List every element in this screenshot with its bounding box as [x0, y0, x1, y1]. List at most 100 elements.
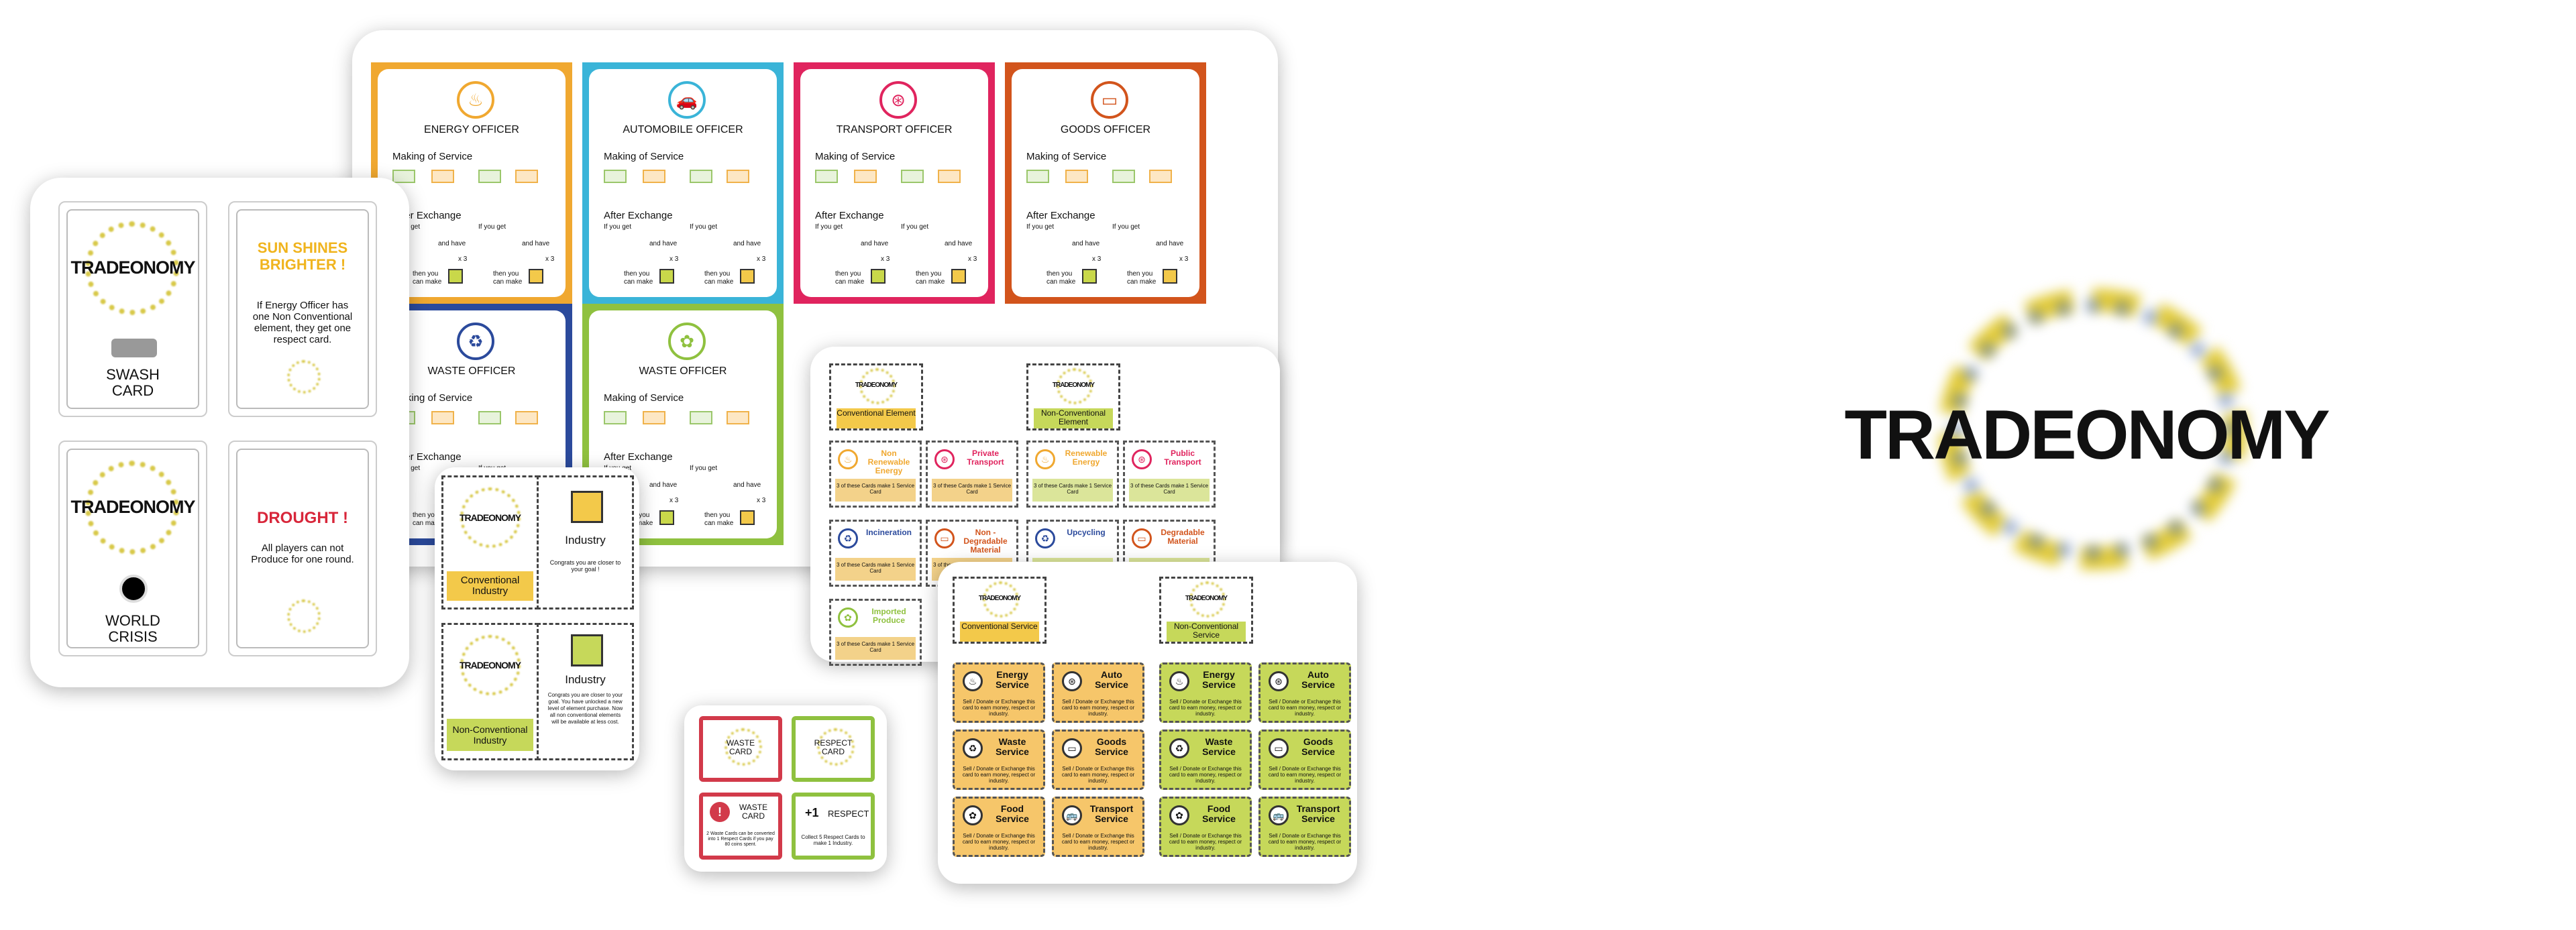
- element-name: Upcycling: [1067, 528, 1106, 537]
- card-logo: TRADEONOMY: [978, 595, 1021, 602]
- element-name: Private Transport: [967, 449, 1004, 467]
- element-icon: ⊛: [934, 449, 955, 469]
- service-sheet: TRADEONOMY Conventional Service TRADEONO…: [938, 562, 1357, 884]
- mini-card-icon: [604, 170, 627, 183]
- exchange-text: If you get: [604, 223, 632, 231]
- respect-card-front: +1 RESPECT Collect 5 Respect Cards to ma…: [792, 793, 875, 860]
- mini-card-icon: [690, 411, 712, 424]
- alert-icon: !: [710, 802, 730, 822]
- exchange-text: can make: [624, 278, 653, 286]
- card-logo: TRADEONOMY: [459, 512, 521, 523]
- industry-text: Congrats you are closer to your goal. Yo…: [547, 692, 623, 725]
- conventional-industry-card: TRADEONOMY Conventional Industry: [441, 475, 539, 609]
- card-logo: TRADEONOMY: [70, 497, 196, 517]
- service-text: Sell / Donate or Exchange this card to e…: [962, 766, 1036, 784]
- drought-card: DROUGHT ! All players can not Produce fo…: [228, 441, 377, 656]
- mini-card-icon: [604, 411, 627, 424]
- sun-card-text: If Energy Officer has one Non Convention…: [252, 300, 353, 345]
- mini-card-icon: [854, 170, 877, 183]
- exchange-text: x 3: [669, 497, 679, 504]
- industry-title: Industry: [565, 534, 606, 546]
- element-icon: ♨: [838, 449, 858, 469]
- element-name: Incineration: [865, 528, 912, 537]
- element-icon: ✿: [838, 607, 858, 628]
- element-name: Imported Produce: [871, 607, 906, 625]
- service-name: Energy Service: [996, 669, 1029, 690]
- making-of-service-label: Making of Service: [604, 151, 684, 162]
- swash-chip-icon: [111, 339, 157, 357]
- non-conventional-industry-card: TRADEONOMY Non-Conventional Industry: [441, 623, 539, 760]
- service-icon: ✿: [1169, 805, 1189, 825]
- exchange-text: x 3: [757, 255, 766, 263]
- exchange-text: and have: [861, 240, 889, 247]
- exchange-text: can make: [1127, 278, 1157, 286]
- mini-card-icon: [727, 170, 749, 183]
- tradeonomy-ring-icon: [859, 368, 896, 404]
- element-card: ⊛ Private Transport 3 of these Cards make …: [926, 441, 1018, 508]
- service-icon: 🚌: [1269, 805, 1289, 825]
- small-ring-icon: [287, 599, 321, 633]
- small-ring-icon: [817, 728, 855, 766]
- mini-card-icon: [901, 170, 924, 183]
- cube-icon: [448, 269, 463, 284]
- element-text: 3 of these Cards make 1 Service Card: [835, 479, 916, 502]
- cube-icon: [740, 269, 755, 284]
- waste-card-back: WASTE CARD: [699, 716, 782, 782]
- tradeonomy-ring-icon: [1189, 581, 1226, 618]
- service-icon: ⊛: [1062, 671, 1082, 691]
- mini-card-icon: [515, 411, 538, 424]
- industry-cube-icon: [571, 634, 603, 666]
- officer-title: AUTOMOBILE OFFICER: [623, 124, 743, 135]
- world-crisis-dot-icon: [119, 575, 148, 603]
- mini-card-icon: [815, 170, 838, 183]
- exchange-text: can make: [493, 278, 523, 286]
- industry-text: Congrats you are closer to your goal !: [549, 559, 621, 573]
- tradeonomy-ring-icon: [460, 635, 521, 695]
- element-icon: ♻: [1035, 528, 1055, 548]
- service-icon: ♨: [1169, 671, 1189, 691]
- exchange-text: x 3: [881, 255, 890, 263]
- waste-card-label: WASTE CARD: [726, 738, 755, 756]
- making-of-service-label: Making of Service: [392, 392, 473, 404]
- exchange-text: can make: [413, 278, 442, 286]
- exchange-text: then you: [413, 270, 439, 278]
- non-conventional-industry-label: Non-Conventional Industry: [447, 719, 533, 751]
- service-text: Sell / Donate or Exchange this card to e…: [962, 699, 1036, 717]
- service-name: Auto Service: [1301, 669, 1335, 690]
- cube-icon: [659, 269, 674, 284]
- card-logo: TRADEONOMY: [1185, 595, 1228, 602]
- exchange-text: then you: [704, 512, 731, 519]
- service-name: Auto Service: [1095, 669, 1128, 690]
- exchange-text: can make: [413, 520, 442, 527]
- exchange-text: If you get: [690, 223, 718, 231]
- service-text: Sell / Donate or Exchange this card to e…: [962, 833, 1036, 851]
- tradeonomy-ring-icon: [460, 487, 521, 548]
- exchange-text: and have: [522, 240, 550, 247]
- mini-card-icon: [478, 170, 501, 183]
- officer-title: ENERGY OFFICER: [424, 124, 519, 135]
- service-icon: 🚌: [1062, 805, 1082, 825]
- after-exchange-label: After Exchange: [392, 210, 462, 221]
- mini-card-icon: [478, 411, 501, 424]
- element-text: 3 of these Cards make 1 Service Card: [932, 479, 1012, 502]
- service-text: Sell / Donate or Exchange this card to e…: [1061, 699, 1135, 717]
- waste-card-front: ! WASTE CARD 2 Waste Cards can be conver…: [699, 793, 782, 860]
- after-exchange-label: After Exchange: [604, 451, 673, 463]
- making-of-service-label: Making of Service: [604, 392, 684, 404]
- service-text: Sell / Donate or Exchange this card to e…: [1061, 766, 1135, 784]
- conventional-service-card: TRADEONOMY Conventional Service: [953, 577, 1046, 644]
- service-icon: ▭: [1062, 738, 1082, 758]
- big-logo-text: TRADEONOMY: [1844, 396, 2330, 474]
- service-icon: ♻: [963, 738, 983, 758]
- exchange-text: If you get: [690, 465, 718, 472]
- waste-card-text: 2 Waste Cards can be converted into 1 Re…: [706, 831, 775, 847]
- world-crisis-title: WORLD CRISIS: [105, 612, 160, 645]
- exchange-text: then you: [1127, 270, 1153, 278]
- exchange-text: x 3: [968, 255, 977, 263]
